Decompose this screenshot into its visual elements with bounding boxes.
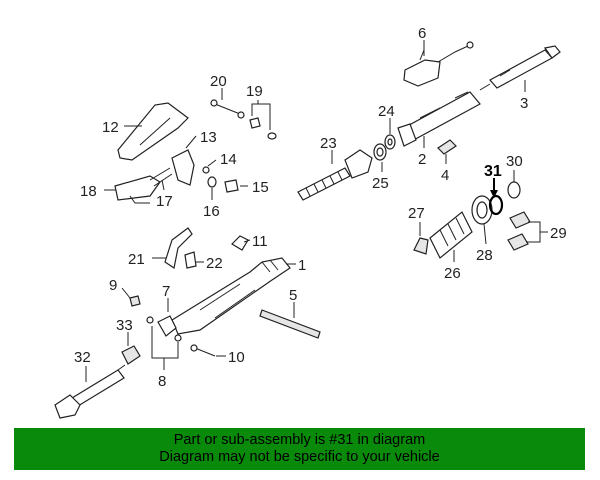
callout-8: 8 (158, 373, 166, 390)
callout-26: 26 (444, 265, 461, 282)
part-31-drawing (488, 194, 504, 216)
callout-1: 1 (298, 257, 306, 274)
part-10-drawing (190, 344, 216, 357)
callout-11: 11 (252, 233, 268, 250)
part-2-drawing (397, 91, 481, 147)
part-17-drawing (149, 167, 173, 187)
callout-6: 6 (418, 25, 426, 42)
part-33-drawing (121, 345, 141, 365)
callout-19: 19 (246, 83, 263, 100)
part-4-drawing (437, 139, 457, 155)
part-6-drawing (403, 41, 474, 87)
part-13-drawing (171, 149, 195, 186)
part-12-drawing (117, 102, 189, 161)
part-32-drawing (54, 364, 126, 419)
part-23-drawing (297, 149, 373, 201)
part-18-drawing (114, 175, 161, 204)
part-7-drawing (157, 315, 177, 337)
part-22-drawing (184, 251, 197, 269)
callout-23: 23 (320, 135, 337, 152)
part-25-drawing (373, 143, 387, 161)
callout-24: 24 (378, 103, 395, 120)
banner-line-part-number: Part or sub-assembly is #31 in diagram (173, 432, 426, 448)
part-30-drawing (507, 181, 521, 199)
part-16-drawing (207, 176, 217, 188)
part-15-drawing (224, 179, 239, 193)
callout-32: 32 (74, 349, 91, 366)
part-27-drawing (413, 237, 429, 255)
callout-14: 14 (220, 151, 237, 168)
callout-9: 9 (109, 277, 117, 294)
callout-27: 27 (408, 205, 425, 222)
callout-22: 22 (206, 255, 223, 272)
callout-25: 25 (372, 175, 389, 192)
part-11-drawing (231, 235, 249, 251)
part-28-drawing (471, 195, 493, 225)
callout-15: 15 (252, 179, 269, 196)
callout-13: 13 (200, 129, 217, 146)
callout-28: 28 (476, 247, 493, 264)
callout-18: 18 (80, 183, 97, 200)
part-21-drawing (164, 227, 193, 269)
banner-line-disclaimer: Diagram may not be specific to your vehi… (159, 449, 440, 465)
part-9-drawing (129, 295, 141, 307)
callout-5: 5 (289, 287, 297, 304)
callout-12: 12 (102, 119, 119, 136)
callout-7: 7 (162, 283, 170, 300)
callout-31-highlighted: 31 (484, 163, 502, 180)
part-3-drawing (479, 45, 561, 91)
callout-16: 16 (203, 203, 220, 220)
info-banner: Part or sub-assembly is #31 in diagram D… (14, 428, 585, 470)
part-26-drawing (429, 211, 473, 259)
part-24-drawing (384, 134, 396, 150)
part-1-drawing (171, 257, 291, 335)
callout-10: 10 (228, 349, 245, 366)
part-19-drawing (249, 117, 277, 140)
callout-21: 21 (128, 251, 145, 268)
callout-2: 2 (418, 151, 426, 168)
callout-30: 30 (506, 153, 523, 170)
callout-29: 29 (550, 225, 567, 242)
part-8-drawing (146, 316, 182, 342)
callout-17: 17 (156, 193, 173, 210)
callout-20: 20 (210, 73, 227, 90)
callout-33: 33 (116, 317, 133, 334)
callout-3: 3 (520, 95, 528, 112)
part-20-drawing (210, 99, 245, 119)
part-5-drawing (259, 309, 321, 339)
callout-4: 4 (441, 167, 449, 184)
part-29-drawing (507, 211, 531, 251)
part-14-drawing (202, 166, 210, 174)
